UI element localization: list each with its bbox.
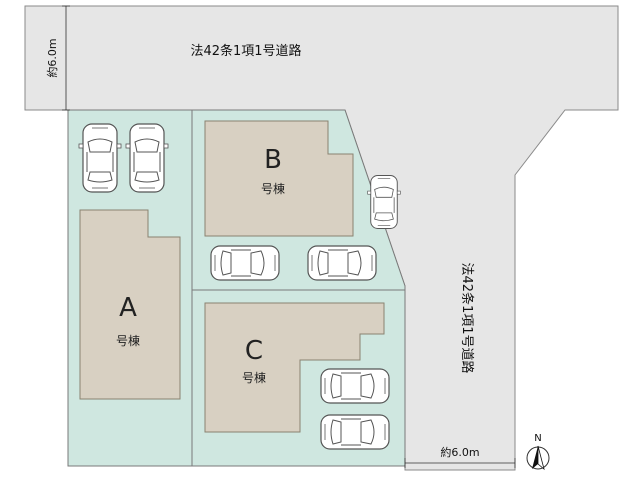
building-a-suffix: 号棟 (116, 333, 140, 348)
lot-dividers (191, 110, 405, 466)
car-b-2 (307, 245, 377, 281)
building-c-letter: C (245, 336, 263, 366)
top-road-width-label: 約6.0m (45, 38, 59, 77)
north-compass-icon (526, 445, 550, 471)
right-road-width-label: 約6.0m (440, 445, 479, 459)
right-road-label: 法42条1項1号道路 (459, 262, 475, 373)
top-road-label: 法42条1項1号道路 (190, 43, 301, 59)
building-b (204, 120, 354, 237)
building-b-letter: B (264, 145, 282, 175)
compass-label: N (534, 433, 541, 444)
car-b-small (367, 175, 401, 229)
building-c-suffix: 号棟 (242, 370, 266, 385)
car-b-1 (210, 245, 280, 281)
building-a (79, 209, 181, 400)
car-a-2 (125, 123, 169, 193)
car-c-2 (320, 414, 390, 450)
right-road-dimension (404, 458, 516, 468)
building-a-letter: A (119, 293, 137, 323)
car-a-1 (78, 123, 122, 193)
top-road-dimension (62, 5, 70, 111)
car-c-1 (320, 368, 390, 404)
building-c (204, 302, 385, 433)
building-b-suffix: 号棟 (261, 181, 285, 196)
